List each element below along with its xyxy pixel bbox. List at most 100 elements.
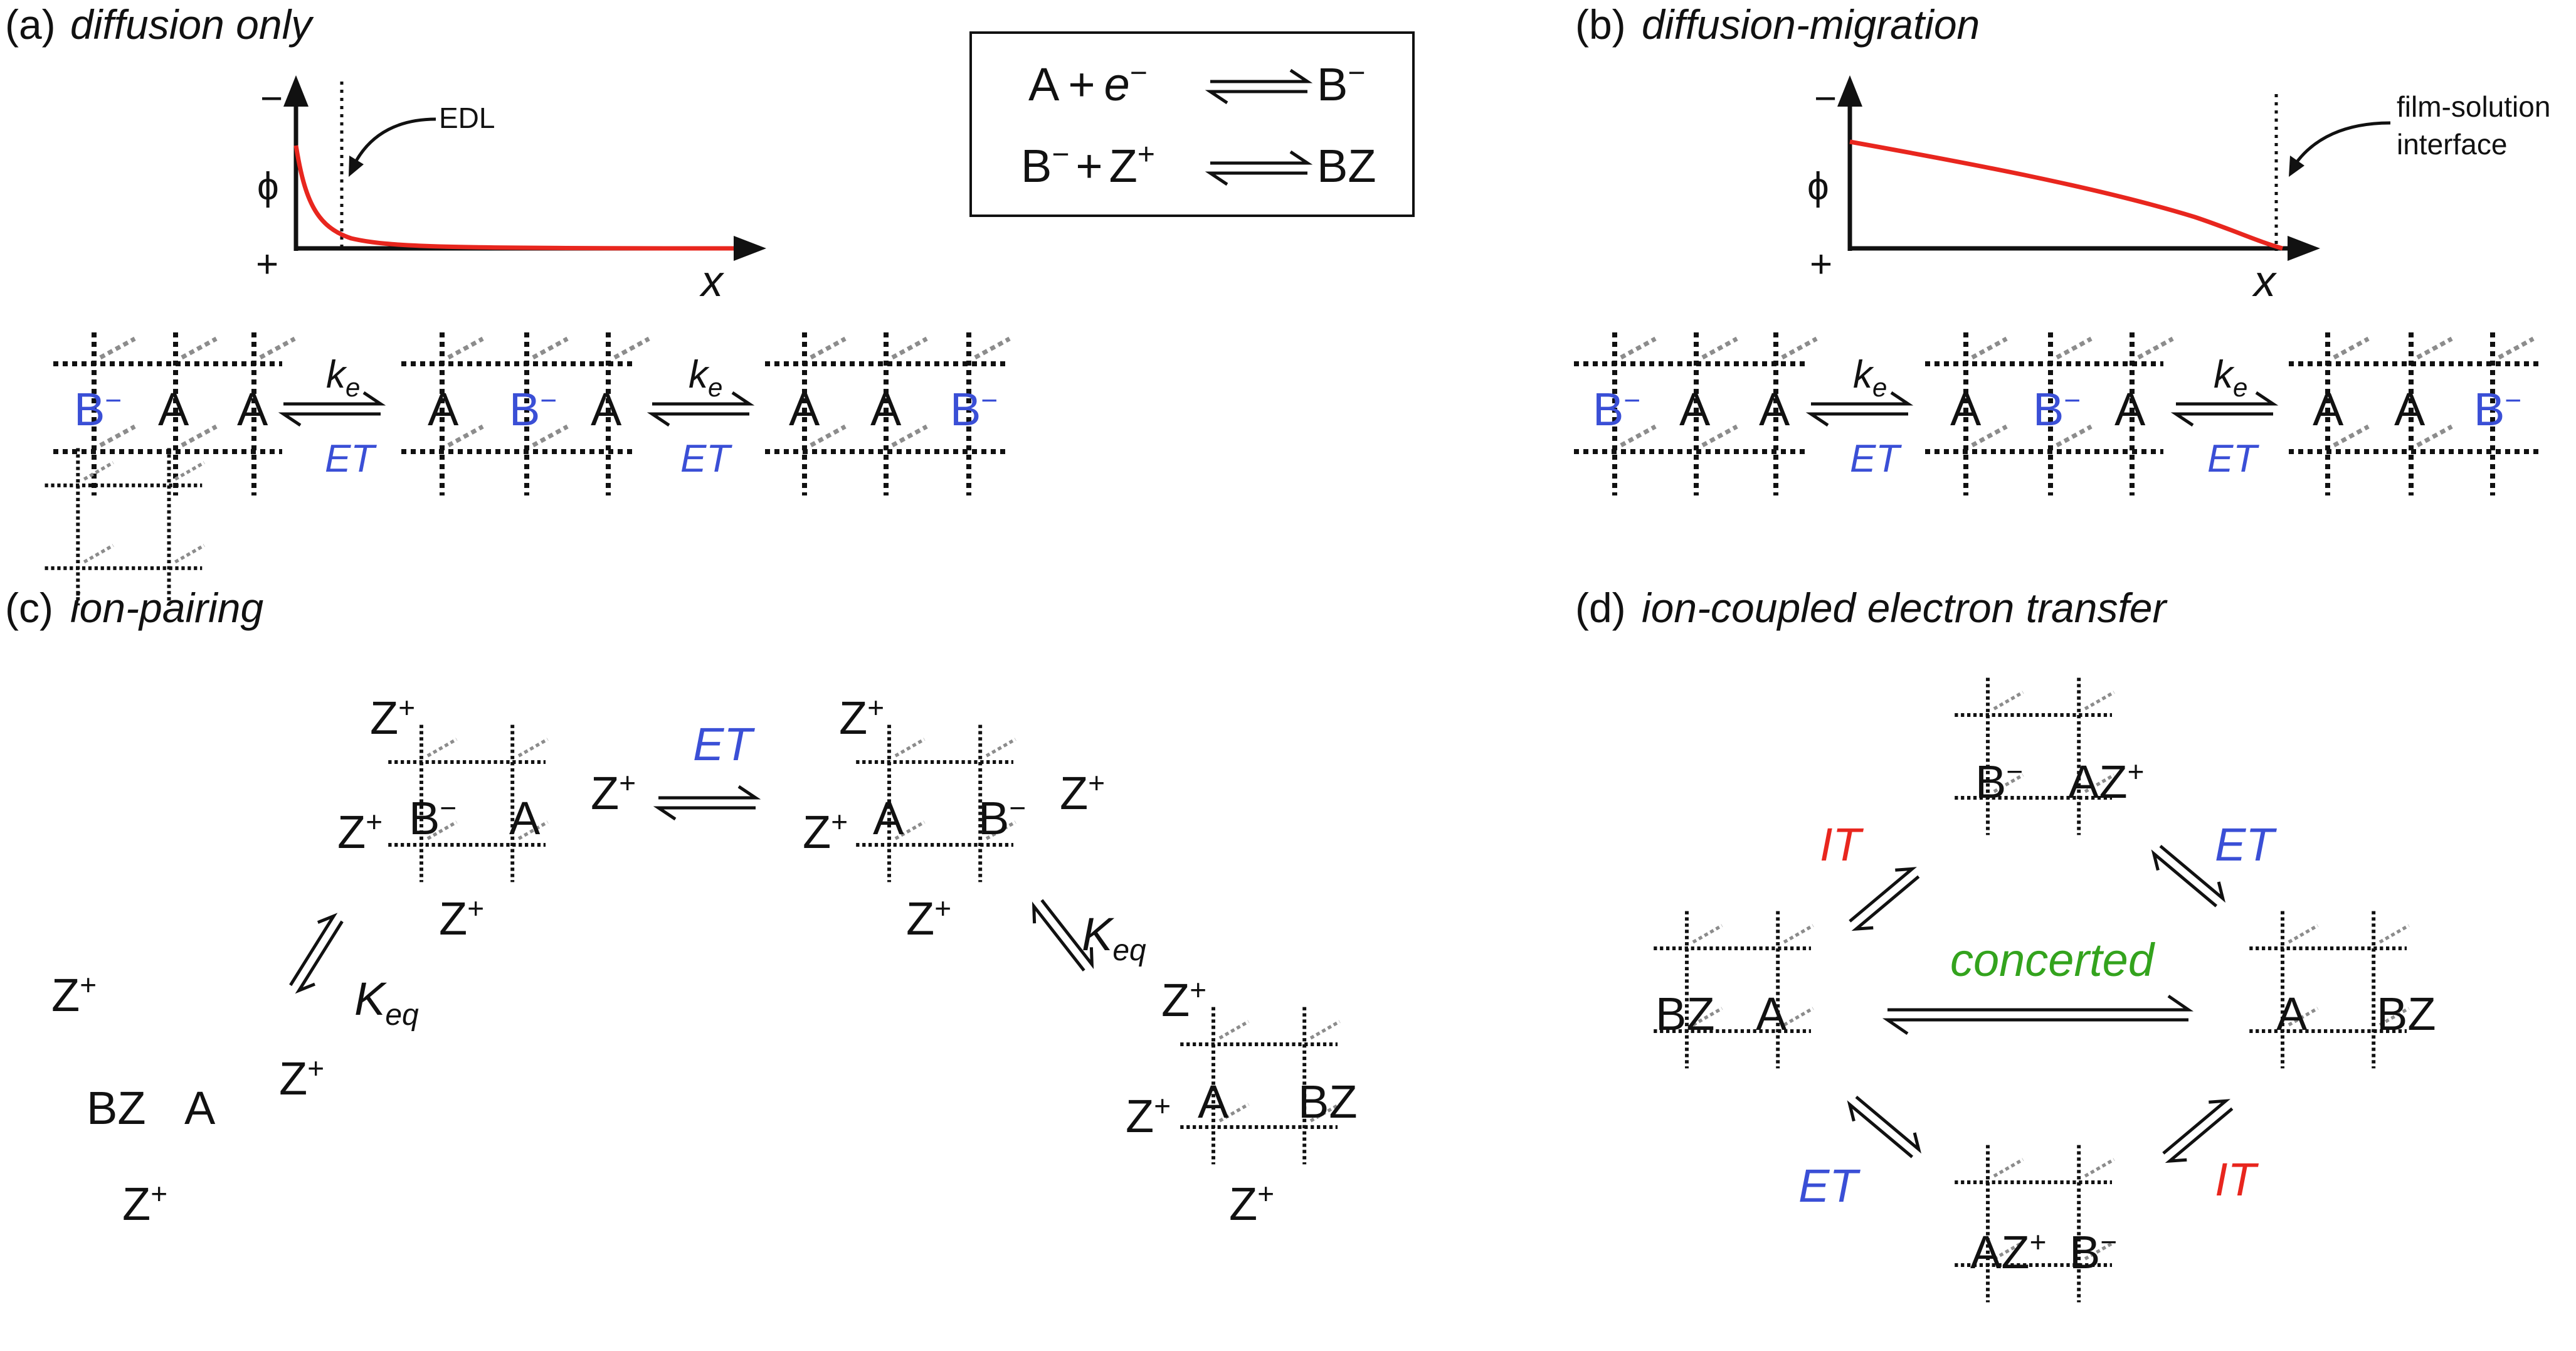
interface-label-line-2: interface [2397, 128, 2507, 161]
ion-pair-state-left: Z+ BZ A Z+ Z+ [45, 448, 324, 1230]
et-label: ET [2215, 819, 2277, 871]
site-label: BZ [1655, 988, 1715, 1040]
et-label: ET [693, 718, 755, 770]
rate-constant-label: ke [689, 353, 722, 402]
site-label: A [1756, 988, 1787, 1040]
site-label: A [591, 383, 622, 435]
phi-label: ϕ [257, 165, 279, 208]
rate-constant-label: ke [326, 353, 360, 402]
site-label: A [873, 792, 904, 844]
site-label: BZ [1298, 1076, 1358, 1128]
equilibrium-arrows [283, 393, 381, 425]
counter-ion: Z+ [591, 766, 636, 819]
counter-ion: Z+ [439, 892, 484, 945]
counter-ion: Z+ [839, 691, 884, 744]
x-axis-label: x [2252, 257, 2278, 305]
icet-state-right: A BZ [2249, 911, 2436, 1069]
site-label: AZ+ [2068, 755, 2144, 808]
equilibrium-arrows [652, 393, 749, 425]
et-label: ET [2207, 437, 2259, 480]
axis-minus-sign: − [260, 77, 283, 120]
x-axis-arrowhead [2288, 236, 2320, 261]
counter-ion: Z+ [337, 805, 383, 858]
x-axis-label: x [699, 257, 725, 305]
et-label: ET [1798, 1160, 1861, 1212]
equilibrium-constant: Keq [354, 973, 419, 1032]
counter-ion: Z+ [803, 805, 848, 858]
equilibrium-arrows [1811, 393, 1908, 425]
it-label: IT [1820, 819, 1864, 871]
ion-pair-state-mid-1: Z+ Z+ B− A Z+ Z+ [337, 691, 636, 945]
site-label: A [1950, 383, 1982, 435]
panel-a-potential-plot: EDL − ϕ + x [256, 75, 766, 305]
site-label: A [509, 792, 541, 844]
panel-b-potential-plot: film-solution interface − ϕ + x [1807, 75, 2550, 305]
potential-curve [1849, 139, 2283, 251]
interface-callout-arrowhead [2289, 156, 2304, 177]
equilibrium-arrows [658, 787, 756, 819]
site-label: B− [409, 792, 457, 844]
axis-plus-sign: + [256, 243, 278, 286]
ion-pair-state-right: Z+ Z+ A BZ Z+ [1126, 973, 1358, 1230]
counter-ion: Z+ [1126, 1089, 1171, 1142]
rate-constant-label: ke [1853, 353, 1887, 402]
panel-c-title: ion-pairing [70, 585, 263, 631]
panel-a-title: diffusion only [70, 1, 314, 48]
site-label: A [237, 383, 268, 435]
it-label: IT [2215, 1153, 2259, 1205]
axis-minus-sign: − [1814, 77, 1837, 120]
equilibrium-arrows [282, 911, 351, 996]
potential-curve [293, 145, 734, 251]
equilibrium-arrows [1844, 1089, 1925, 1165]
icet-state-bottom: AZ+ B− [1955, 1145, 2117, 1303]
ion-pair-state-mid-2: Z+ Z+ A B− Z+ Z+ [803, 691, 1105, 945]
concerted-equilibrium-arrows [1882, 994, 2194, 1036]
panel-c: (c) ion-pairing Z+ BZ A Z+ Z+ Keq Z+ Z+ … [5, 448, 1358, 1230]
site-label: AZ+ [1970, 1226, 2046, 1278]
counter-ion: Z+ [279, 1052, 324, 1105]
site-label: B− [74, 383, 122, 435]
site-label: A [870, 383, 902, 435]
counter-ion: Z+ [1060, 766, 1105, 819]
interface-label-line-1: film-solution [2397, 90, 2550, 123]
rate-constant-label: ke [2214, 353, 2247, 402]
lattice-unit-2: A B− A [1925, 332, 2174, 495]
counter-ion: Z+ [906, 892, 951, 945]
counter-ion: Z+ [1161, 973, 1206, 1026]
lattice-unit-2: A B− A [401, 332, 650, 495]
interface-callout-arrow [2293, 121, 2391, 166]
site-label: A [184, 1082, 216, 1134]
lattice-unit-1: B− A A [1574, 332, 1818, 495]
equilibrium-arrows [2176, 393, 2273, 425]
counter-ion: Z+ [122, 1177, 167, 1230]
site-label: B− [950, 383, 998, 435]
et-label: ET [325, 437, 377, 480]
reaction-box-frame [969, 31, 1415, 217]
site-label: A [2394, 383, 2426, 435]
icet-state-top: B− AZ+ [1955, 678, 2144, 835]
site-label: B− [1975, 755, 2023, 808]
y-axis-arrowhead [283, 75, 309, 107]
site-label: B− [2069, 1226, 2117, 1278]
icet-state-left: BZ A [1654, 911, 1813, 1069]
y-axis-arrowhead [1837, 75, 1862, 107]
site-label: A [1679, 383, 1711, 435]
site-label: B− [1593, 383, 1640, 435]
panel-a: (a) diffusion only EDL − ϕ + x [5, 1, 1011, 495]
site-label: A [428, 383, 459, 435]
site-label: BZ [2377, 988, 2436, 1040]
site-label: A [158, 383, 189, 435]
site-label: BZ [87, 1082, 146, 1134]
panel-a-hopping-chain: B− A A ke ET A B− A ke ET [53, 332, 1011, 495]
axis-plus-sign: + [1810, 243, 1832, 286]
edl-callout-arrow [352, 117, 436, 166]
reaction-box: A+e− B− B−+Z+ BZ [969, 31, 1415, 217]
panel-d: (d) ion-coupled electron transfer B− AZ+… [1575, 585, 2436, 1302]
site-label: B− [2474, 383, 2521, 435]
panel-a-label: (a) [5, 1, 56, 48]
site-label: B− [978, 792, 1026, 844]
lattice-unit-3: A A B− [2289, 332, 2540, 495]
site-label: A [2114, 383, 2146, 435]
panel-c-label: (c) [5, 585, 53, 631]
